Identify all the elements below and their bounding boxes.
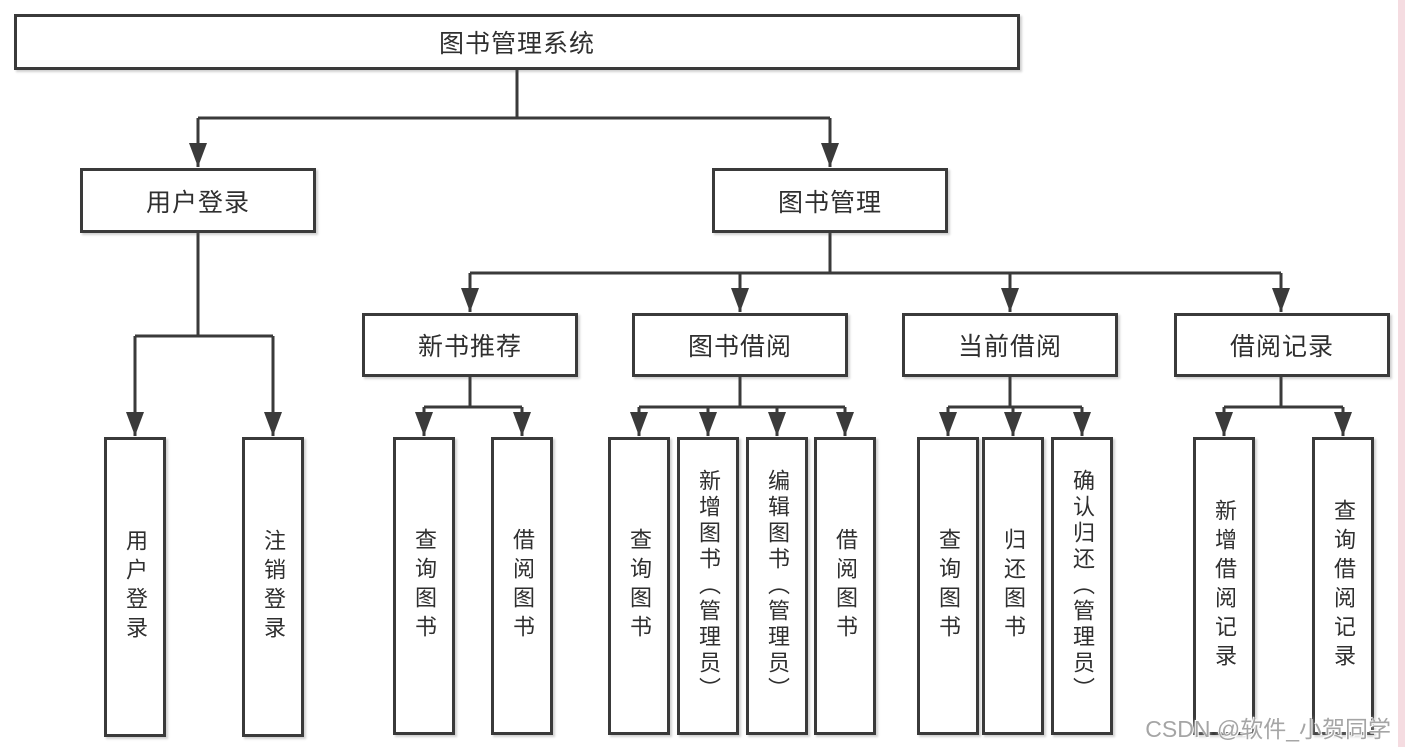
leaf-edit-books-admin-label: 编辑图书（管理员） [765,469,790,703]
node-system-root: 图书管理系统 [14,14,1020,70]
leaf-query-books-recommend-label: 查询图书 [412,528,437,644]
node-borrow-records-label: 借阅记录 [1229,333,1334,361]
leaf-user-login: 用户登录 [104,437,166,737]
leaf-return-books-label: 归还图书 [1001,528,1026,644]
node-system-root-label: 图书管理系统 [438,30,595,58]
leaf-logout-login: 注销登录 [242,437,304,737]
leaf-borrow-books-recommend: 借阅图书 [491,437,553,735]
leaf-borrow-books-recommend-label: 借阅图书 [510,528,535,644]
leaf-query-books-recommend: 查询图书 [393,437,455,735]
leaf-add-books-admin-label: 新增图书（管理员） [696,469,721,703]
csdn-watermark: CSDN @软件_小贺同学 [1145,716,1391,742]
leaf-query-books-current-label: 查询图书 [936,528,961,644]
leaf-confirm-return-admin: 确认归还（管理员） [1051,437,1113,735]
leaf-edit-books-admin: 编辑图书（管理员） [746,437,808,735]
leaf-add-books-admin: 新增图书（管理员） [677,437,739,735]
leaf-query-borrow-record-label: 查询借阅记录 [1331,499,1356,673]
node-book-management: 图书管理 [712,168,948,233]
leaf-return-books: 归还图书 [982,437,1044,735]
leaf-borrow-books-borrow-label: 借阅图书 [833,528,858,644]
leaf-query-books-current: 查询图书 [917,437,979,735]
leaf-confirm-return-admin-label: 确认归还（管理员） [1070,469,1095,703]
node-user-login: 用户登录 [80,168,316,233]
node-book-management-label: 图书管理 [777,188,882,217]
leaf-query-borrow-record: 查询借阅记录 [1312,437,1374,735]
node-borrow-records: 借阅记录 [1174,313,1390,377]
node-user-login-label: 用户登录 [145,188,250,217]
node-book-borrow-label: 图书借阅 [687,333,792,361]
leaf-borrow-books-borrow: 借阅图书 [814,437,876,735]
leaf-query-books-borrow-label: 查询图书 [627,528,652,644]
leaf-user-login-label: 用户登录 [123,529,148,645]
leaf-logout-login-label: 注销登录 [261,529,286,645]
node-current-borrow-label: 当前借阅 [957,333,1062,361]
leaf-add-borrow-record-label: 新增借阅记录 [1212,499,1237,673]
leaf-add-borrow-record: 新增借阅记录 [1193,437,1255,735]
node-new-book-recommend-label: 新书推荐 [417,333,522,361]
node-book-borrow: 图书借阅 [632,313,848,377]
right-edge-pink-strip [1398,0,1405,747]
node-current-borrow: 当前借阅 [902,313,1118,377]
node-new-book-recommend: 新书推荐 [362,313,578,377]
leaf-query-books-borrow: 查询图书 [608,437,670,735]
